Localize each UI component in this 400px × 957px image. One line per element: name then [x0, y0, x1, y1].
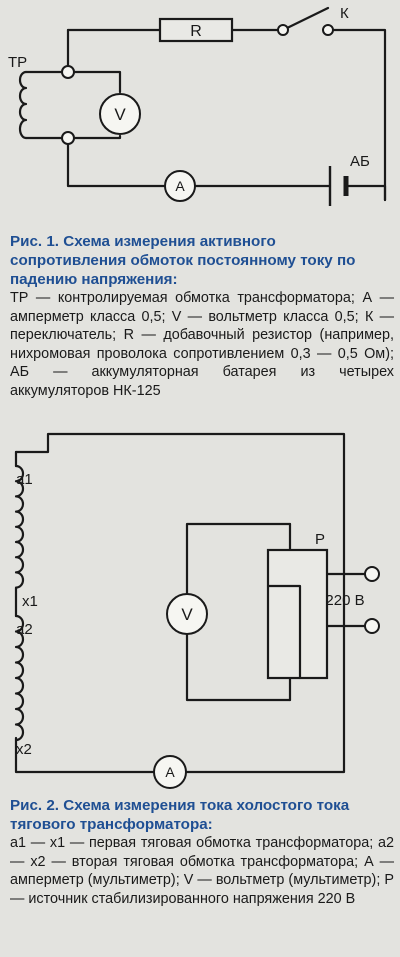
terminal [322, 24, 334, 36]
battery-ab [328, 166, 349, 206]
winding-a2-x2 [14, 614, 25, 742]
voltmeter-1 [99, 93, 141, 135]
figure-2-caption: Рис. 2. Схема измерения тока холостого т… [10, 796, 394, 908]
figure-1-caption: Рис. 1. Схема измерения активного сопрот… [10, 232, 394, 401]
resistor-label: R [190, 23, 202, 40]
switch-label: К [340, 5, 349, 22]
resistor-r [158, 17, 234, 43]
figure-2-circuit: V A a1 x1 a2 x2 P 220 В [14, 432, 380, 789]
battery-label: АБ [350, 153, 370, 170]
source-p [266, 548, 329, 680]
source-p-wiper [266, 584, 302, 680]
figure-2-caption-text: a1 — x1 — первая тяговая обмотка трансфо… [10, 835, 394, 907]
figure-1-caption-title: Рис. 1. Схема измерения активного сопрот… [10, 233, 356, 288]
ammeter-2-label: A [165, 764, 175, 780]
terminal [277, 24, 289, 36]
terminal-220-top [364, 566, 380, 582]
voltmeter-1-label: V [114, 105, 126, 124]
label-x2: x2 [16, 741, 32, 758]
label-x1: x1 [22, 593, 38, 610]
ammeter-1 [164, 170, 196, 202]
terminal [61, 131, 75, 145]
transformer-coil [18, 70, 28, 140]
ammeter-2 [153, 755, 187, 789]
figure-1-caption-text: ТР — контролируемая обмотка трансформато… [10, 290, 394, 399]
figure-1-circuit: V A ТР R К АБ [8, 5, 387, 206]
label-a1: a1 [16, 471, 33, 488]
voltage-label: 220 В [325, 592, 364, 609]
label-a2: a2 [16, 621, 33, 638]
voltmeter-2-label: V [181, 605, 193, 624]
source-label: P [315, 531, 325, 548]
circuit-2-wires [14, 432, 374, 774]
ammeter-1-label: A [175, 178, 185, 194]
figure-2-caption-title: Рис. 2. Схема измерения тока холостого т… [10, 797, 350, 833]
terminal-220-bottom [364, 618, 380, 634]
winding-a1-x1 [14, 464, 25, 589]
voltmeter-2 [166, 593, 208, 635]
terminal [61, 65, 75, 79]
transformer-label: ТР [8, 54, 27, 71]
